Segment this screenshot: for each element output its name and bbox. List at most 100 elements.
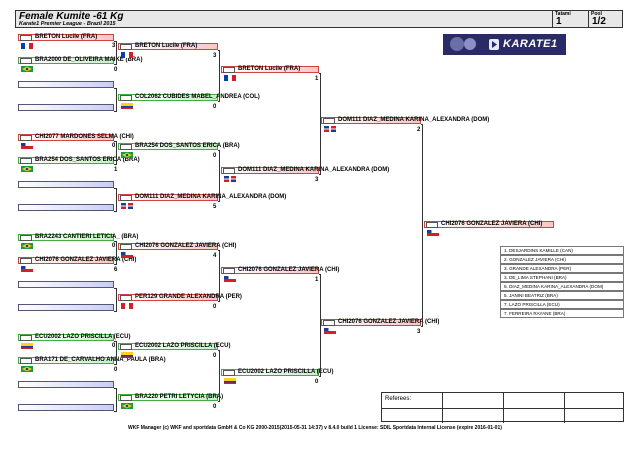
event-header: Female Kumite -61 Kg Karate1 Premier Lea… — [15, 10, 623, 28]
round2-competitor[interactable]: ECU2002 LAZO PRISCILLA (ECU) — [118, 343, 230, 358]
connector — [116, 88, 117, 112]
connector — [319, 376, 321, 377]
round1-competitor[interactable]: BRA2000 DE_OLIVEIRA MAIKE (BRA) — [18, 57, 142, 72]
per-flag-icon — [120, 295, 133, 309]
round1-competitor-label: BRA171 DE_CARVALHO ANNA_PAULA (BRA) — [35, 357, 166, 363]
round4-competitor-label: DOM111 DIAZ_MEDINA KARINA_ALEXANDRA (DOM… — [338, 117, 490, 123]
round3-competitor[interactable]: BRETON Lucile (FRA) — [221, 66, 319, 81]
round2-score: 0 — [213, 153, 217, 159]
round1-empty-slot[interactable] — [18, 204, 114, 211]
round1-top-score: 3 — [112, 43, 116, 49]
round3-score: 3 — [315, 177, 319, 183]
round2-score: 0 — [213, 404, 217, 410]
connector — [114, 111, 117, 112]
result-row: 7. FERREIRA RAYANE (BRA) — [500, 309, 624, 318]
round3-competitor[interactable]: DOM111 DIAZ_MEDINA KARINA_ALEXANDRA (DOM… — [221, 167, 389, 182]
round1-empty-slot[interactable] — [18, 281, 114, 288]
connector — [219, 250, 220, 302]
connector — [114, 288, 117, 289]
round3-competitor-label: ECU2002 LAZO PRISCILLA (ECU) — [238, 369, 334, 375]
round1-competitor[interactable]: ECU2002 LAZO PRISCILLA (ECU) — [18, 334, 130, 349]
connector — [116, 188, 117, 212]
connector — [114, 411, 117, 412]
connector — [320, 73, 321, 175]
connector — [421, 326, 423, 327]
round2-competitor[interactable]: DOM111 DIAZ_MEDINA KARINA_ALEXANDRA (DOM… — [118, 194, 286, 209]
round4-competitor[interactable]: DOM111 DIAZ_MEDINA KARINA_ALEXANDRA (DOM… — [321, 117, 489, 132]
winner-competitor-label: CHI2076 GONZALEZ JAVIERA (CHI) — [441, 221, 543, 227]
connector — [114, 64, 117, 65]
karate1-logo-graphic — [443, 34, 566, 55]
round2-competitor-label: ECU2002 LAZO PRISCILLA (ECU) — [135, 343, 231, 349]
round3-competitor[interactable]: ECU2002 LAZO PRISCILLA (ECU) — [221, 369, 333, 384]
round2-competitor[interactable]: BRA220 PETRI LETYCIA (BRA) — [118, 394, 223, 409]
round2-competitor[interactable]: BRA254 DOS_SANTOS ERICA (BRA) — [118, 143, 240, 158]
winner-competitor[interactable]: CHI2076 GONZALEZ JAVIERA (CHI) — [424, 221, 554, 236]
ecu-flag-icon — [223, 370, 236, 384]
chi-flag-icon — [20, 135, 33, 149]
connector — [114, 141, 117, 142]
round4-score: 3 — [417, 329, 421, 335]
round2-competitor[interactable]: COL2062 CUBIDES MABEL_ANDREA (COL) — [118, 94, 260, 109]
round1-competitor[interactable]: BRA2243 CANTIERI LETICIA_ (BRA) — [18, 234, 138, 249]
result-row: 7. LAZO PRISCILLA (ECU) — [500, 300, 624, 309]
round1-score: 0 — [114, 367, 118, 373]
round1-top-score: 0 — [112, 243, 116, 249]
dom-flag-icon — [223, 168, 236, 182]
round1-competitor[interactable]: CHI2077 MARDONES SELMA (CHI) — [18, 134, 134, 149]
bra-flag-icon — [120, 144, 133, 158]
round3-score: 0 — [315, 379, 319, 385]
round3-competitor-label: BRETON Lucile (FRA) — [238, 66, 301, 72]
connector — [116, 241, 117, 265]
round4-competitor[interactable]: CHI2076 GONZALEZ JAVIERA (CHI) — [321, 319, 439, 334]
connector — [422, 124, 423, 327]
round1-competitor-label: BRETON Lucile (FRA) — [35, 34, 98, 40]
ecu-flag-icon — [120, 344, 133, 358]
round2-competitor-label: CHI2076 GONZALEZ JAVIERA (CHI) — [135, 243, 237, 249]
round4-score: 2 — [417, 127, 421, 133]
connector — [114, 388, 117, 389]
ref-divider-3 — [564, 393, 565, 423]
round1-score: 6 — [114, 267, 118, 273]
col-flag-icon — [120, 95, 133, 109]
connector — [319, 174, 321, 175]
event-title: Female Kumite -61 Kg — [19, 11, 124, 22]
round1-empty-slot[interactable] — [18, 104, 114, 111]
round3-competitor-label: CHI2076 GONZALEZ JAVIERA (CHI) — [238, 267, 340, 273]
connector — [114, 241, 117, 242]
round1-competitor[interactable]: BRA254 DOS_SANTOS ERICA (BRA) — [18, 157, 140, 172]
tatami-label: Tatami — [555, 11, 571, 17]
round2-competitor[interactable]: BRETON Lucile (FRA) — [118, 43, 218, 58]
round1-competitor[interactable]: BRA171 DE_CARVALHO ANNA_PAULA (BRA) — [18, 357, 166, 372]
fra-flag-icon — [20, 35, 33, 49]
connector — [114, 211, 117, 212]
event-subtitle: Karate1 Premier League - Brazil 2015 — [19, 21, 116, 27]
round2-score: 3 — [213, 53, 217, 59]
round1-top-score: 0 — [112, 343, 116, 349]
round1-empty-slot[interactable] — [18, 181, 114, 188]
connector — [218, 101, 220, 102]
result-row: 3. DE_LIMA STEPHANI (BRA) — [500, 273, 624, 282]
round2-competitor[interactable]: PER129 GRANDE ALEXANDRA (PER) — [118, 294, 242, 309]
round2-competitor-label: COL2062 CUBIDES MABEL_ANDREA (COL) — [135, 94, 260, 100]
round1-competitor-label: BRA254 DOS_SANTOS ERICA (BRA) — [35, 157, 140, 163]
round3-competitor[interactable]: CHI2076 GONZALEZ JAVIERA (CHI) — [221, 267, 339, 282]
connector — [114, 311, 117, 312]
round1-empty-slot[interactable] — [18, 304, 114, 311]
bra-flag-icon — [20, 58, 33, 72]
round1-competitor-label: CHI2076 GONZALEZ JAVIERA (CHI) — [35, 257, 137, 263]
round1-competitor[interactable]: CHI2076 GONZALEZ JAVIERA (CHI) — [18, 257, 136, 272]
referees-label: Referees: — [385, 396, 412, 402]
round1-empty-slot[interactable] — [18, 81, 114, 88]
connector — [219, 150, 220, 202]
connector — [218, 401, 220, 402]
result-row: 3. GRANDE ALEXANDRA (PER) — [500, 264, 624, 273]
round1-empty-slot[interactable] — [18, 404, 114, 411]
connector — [219, 350, 220, 402]
round2-competitor-label: BRETON Lucile (FRA) — [135, 43, 198, 49]
round2-score: 5 — [213, 204, 217, 210]
connector — [116, 141, 117, 165]
round1-competitor[interactable]: BRETON Lucile (FRA) — [18, 34, 114, 49]
round1-empty-slot[interactable] — [18, 381, 114, 388]
round2-competitor[interactable]: CHI2076 GONZALEZ JAVIERA (CHI) — [118, 243, 236, 258]
